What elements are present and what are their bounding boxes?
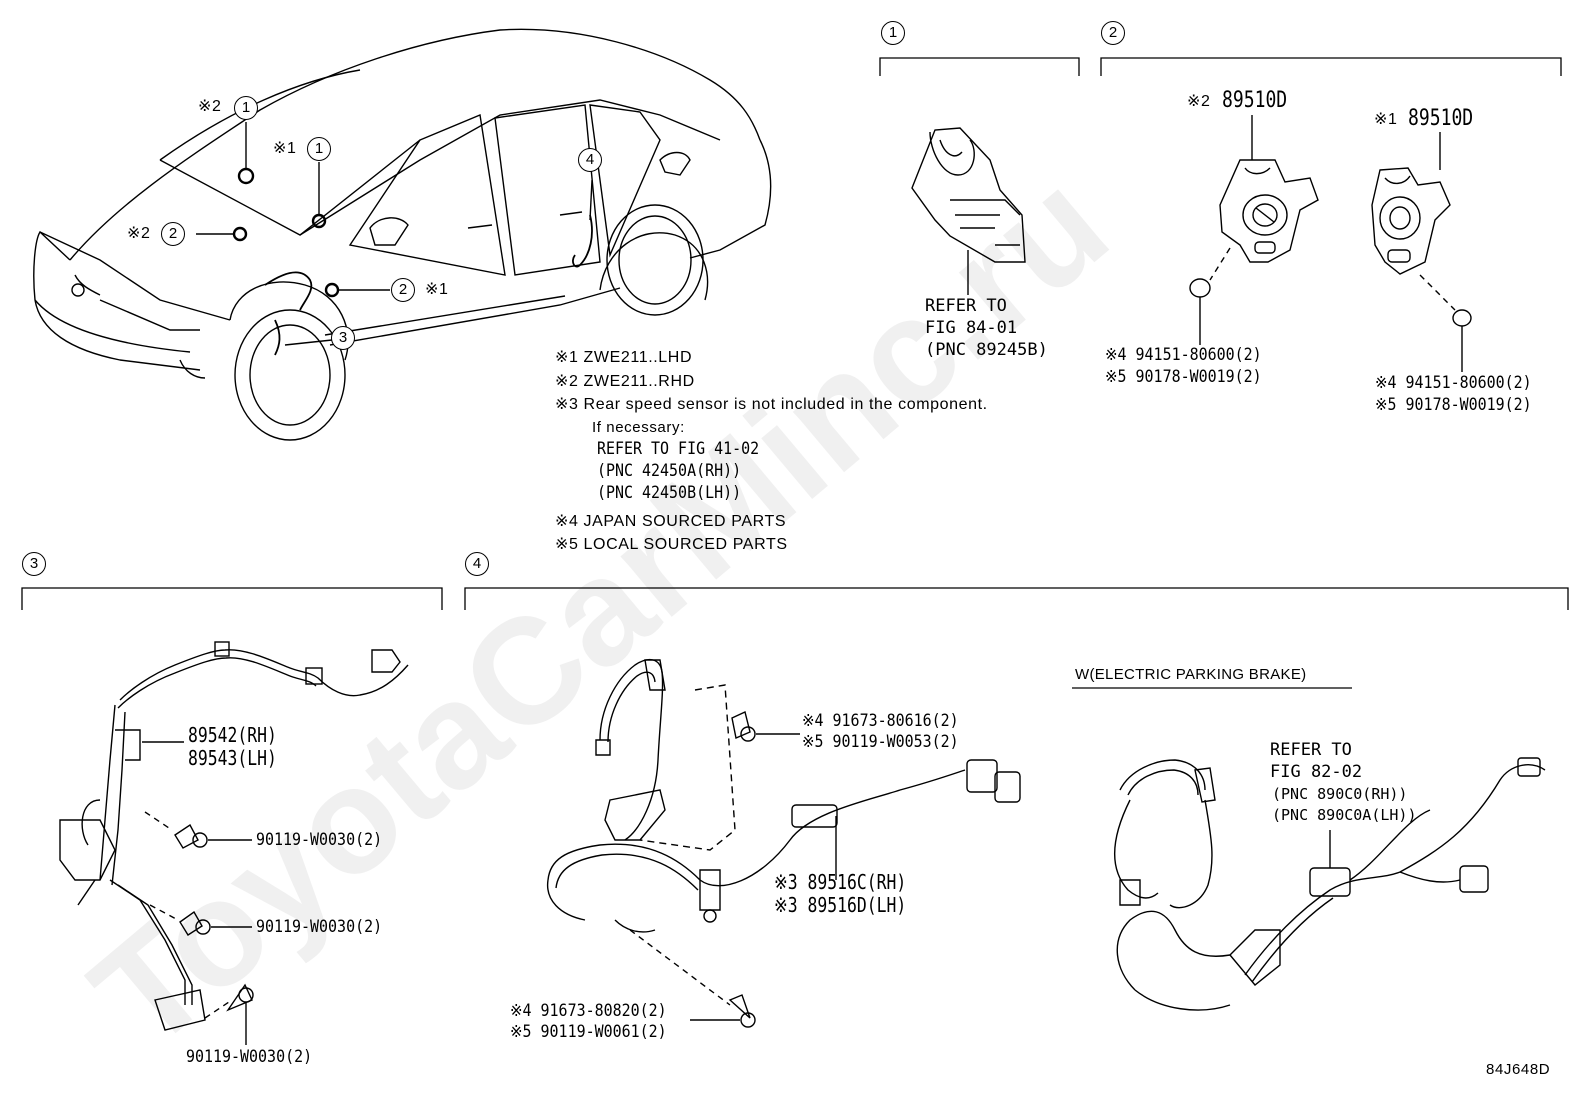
sec4-pnc-lh: (PNC 890C0A(LH)) bbox=[1272, 806, 1417, 824]
callout-3-heading: 3 bbox=[22, 552, 46, 576]
sec2-clip-local-a: ※5 90178-W0019(2) bbox=[1105, 367, 1262, 387]
callout-1-heading: 1 bbox=[881, 21, 905, 45]
part-epb-rear-harness bbox=[1114, 757, 1546, 1011]
car-callout-2a: 2 bbox=[161, 222, 185, 246]
car-illustration bbox=[33, 28, 772, 441]
note-3-pnc-rh: (PNC 42450A(RH)) bbox=[597, 461, 742, 481]
note-4: ※4 JAPAN SOURCED PARTS bbox=[555, 513, 787, 530]
note-3-refer: REFER TO FIG 41-02 bbox=[597, 439, 760, 459]
note-2: ※2 ZWE211..RHD bbox=[555, 373, 695, 390]
sec3-sensor-lh: 89543(LH) bbox=[188, 746, 277, 770]
sec4-harness-lh: ※3 89516D(LH) bbox=[774, 893, 907, 917]
part-pedal-sensor-lhd bbox=[1371, 132, 1472, 372]
bracket-section-4 bbox=[464, 587, 1569, 610]
car-callout-4: 4 bbox=[578, 148, 602, 172]
part-rear-speed-sensor-wire bbox=[546, 658, 1021, 1028]
car-mark-lhd-2: ※1 bbox=[425, 281, 449, 298]
sec4-bolt1-local: ※5 90119-W0053(2) bbox=[802, 732, 959, 752]
car-callout-2b: 2 bbox=[391, 278, 415, 302]
sec4-epb-label: W(ELECTRIC PARKING BRAKE) bbox=[1075, 666, 1307, 683]
sec4-harness-rh: ※3 89516C(RH) bbox=[774, 870, 907, 894]
note-3-if-necessary: If necessary: bbox=[592, 419, 685, 436]
sec2-clip-japan-b: ※4 94151-80600(2) bbox=[1375, 373, 1532, 393]
sec2-part2-number: 89510D bbox=[1408, 106, 1474, 131]
sec2-clip-japan-a: ※4 94151-80600(2) bbox=[1105, 345, 1262, 365]
car-mark-rhd-1: ※2 bbox=[198, 98, 222, 115]
sec4-bolt2-local: ※5 90119-W0061(2) bbox=[510, 1022, 667, 1042]
callout-4-heading: 4 bbox=[465, 552, 489, 576]
sec4-bolt1-japan: ※4 91673-80616(2) bbox=[802, 711, 959, 731]
sec4-bolt2-japan: ※4 91673-80820(2) bbox=[510, 1001, 667, 1021]
part-pedal-stroke-sensor bbox=[911, 127, 1026, 295]
callout-2-heading: 2 bbox=[1101, 21, 1125, 45]
car-mark-rhd-2: ※2 bbox=[127, 225, 151, 242]
sec2-part1-number: 89510D bbox=[1222, 88, 1288, 113]
car-callout-1b: 1 bbox=[307, 137, 331, 161]
sec2-clip-local-b: ※5 90178-W0019(2) bbox=[1375, 395, 1532, 415]
car-callout-3: 3 bbox=[331, 326, 355, 350]
figure-code: 84J648D bbox=[1486, 1061, 1551, 1078]
bracket-section-2 bbox=[1100, 57, 1562, 76]
sec3-bolt-1: 90119-W0030(2) bbox=[256, 830, 383, 850]
note-3-pnc-lh: (PNC 42450B(LH)) bbox=[597, 483, 742, 503]
sec1-refer-line2: FIG 84-01 bbox=[925, 318, 1018, 338]
sec1-refer-line3: (PNC 89245B) bbox=[925, 340, 1048, 360]
sec3-bolt-3: 90119-W0030(2) bbox=[186, 1047, 313, 1067]
car-callout-1a: 1 bbox=[234, 96, 258, 120]
sec4-pnc-rh: (PNC 890C0(RH)) bbox=[1272, 785, 1408, 803]
car-mark-lhd-1: ※1 bbox=[273, 140, 297, 157]
sec4-refer-line1: REFER TO bbox=[1270, 740, 1352, 760]
sec1-refer-line1: REFER TO bbox=[925, 296, 1007, 316]
note-3: ※3 Rear speed sensor is not included in … bbox=[555, 396, 988, 413]
part-pedal-sensor-rhd bbox=[1189, 115, 1319, 345]
sec2-part2-mark: ※1 bbox=[1374, 111, 1398, 128]
bracket-section-1 bbox=[879, 57, 1080, 76]
note-5: ※5 LOCAL SOURCED PARTS bbox=[555, 536, 788, 553]
note-1: ※1 ZWE211..LHD bbox=[555, 349, 693, 366]
sec3-sensor-rh: 89542(RH) bbox=[188, 723, 277, 747]
bracket-section-3 bbox=[21, 587, 443, 610]
part-front-speed-sensor-harness bbox=[59, 641, 409, 1045]
sec2-part1-mark: ※2 bbox=[1187, 93, 1211, 110]
sec3-bolt-2: 90119-W0030(2) bbox=[256, 917, 383, 937]
sec4-refer-line2: FIG 82-02 bbox=[1270, 762, 1363, 782]
